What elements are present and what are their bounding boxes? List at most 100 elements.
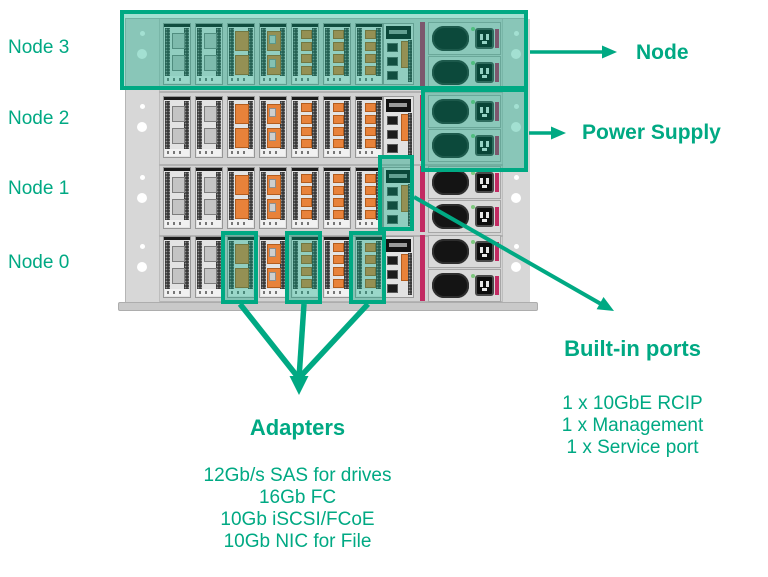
card-vent-band [293, 241, 298, 289]
fc-port [267, 31, 281, 51]
adapter-card-fc_alt [259, 236, 287, 298]
card-top-cap [164, 237, 190, 240]
card-label-strip [165, 76, 189, 83]
sas-port [171, 177, 185, 193]
power-supply-unit [428, 56, 501, 89]
card-vent-band [216, 28, 221, 76]
psu-power-inlet [475, 275, 494, 296]
ethernet-port [387, 284, 398, 293]
fc-port [235, 104, 249, 124]
fc-port [267, 128, 281, 148]
adapter-card-fc [227, 23, 255, 85]
sas-port [171, 199, 185, 215]
service-port [387, 201, 398, 210]
adapter-card-sas [195, 236, 223, 298]
card-label-strip [197, 149, 221, 156]
builtin-port-item: 1 x 10GbE RCIP [562, 393, 703, 414]
inlet-pin [482, 75, 487, 78]
ethernet-port [300, 115, 312, 124]
sas-port [203, 128, 217, 144]
psu-power-inlet [475, 135, 494, 156]
card-ports [363, 171, 377, 223]
ethernet-port [300, 174, 312, 183]
adapter-card-sas [163, 96, 191, 158]
psu-latch [495, 63, 499, 82]
adapter-card-fc_alt [259, 167, 287, 229]
ejector-strip [420, 166, 425, 232]
card-top-cap [324, 24, 350, 27]
adapter-leader-line-2 [296, 303, 307, 379]
card-top-cap [324, 97, 350, 100]
card-vent-band [376, 28, 381, 76]
inlet-pin [480, 212, 483, 218]
card-label-strip [261, 220, 285, 227]
card-vent-band [312, 28, 317, 76]
service-port [387, 270, 398, 279]
card-top-cap [196, 97, 222, 100]
builtin-ports-panel [383, 236, 414, 298]
card-vent-band [165, 241, 170, 289]
vent-band [408, 113, 412, 155]
card-top-cap [228, 97, 254, 100]
card-ports [299, 100, 313, 152]
card-ports [171, 240, 185, 292]
adapter-card-quad [323, 236, 351, 298]
builtin-ports-title: Built-in ports [564, 336, 701, 361]
card-ports [331, 100, 345, 152]
card-vent-band [293, 28, 298, 76]
service-port [387, 130, 398, 139]
fc-port-connector [269, 272, 276, 281]
card-vent-band [229, 172, 234, 220]
card-vent-band [376, 101, 381, 149]
inlet-pin [482, 254, 487, 257]
adapter-card-sas [195, 23, 223, 85]
card-ports [203, 171, 217, 223]
psu-fan [432, 239, 469, 264]
card-vent-band [261, 101, 266, 149]
card-vent-band [248, 172, 253, 220]
card-vent-band [184, 172, 189, 220]
ethernet-port [364, 210, 376, 219]
card-ports [267, 27, 281, 79]
card-top-cap [196, 24, 222, 27]
ethernet-port [364, 115, 376, 124]
inlet-pin [486, 247, 489, 253]
psu-fan [432, 26, 469, 51]
card-vent-band [261, 241, 266, 289]
adapter-item: 12Gb/s SAS for drives [203, 465, 392, 486]
power-supply-unit [428, 22, 501, 55]
card-top-cap [356, 168, 382, 171]
adapter-card-sas [163, 236, 191, 298]
card-vent-band [325, 172, 330, 220]
psu-latch [495, 29, 499, 48]
ethernet-port [364, 279, 376, 288]
ethernet-port [300, 42, 312, 51]
card-vent-band [293, 101, 298, 149]
ear-hole [140, 104, 145, 109]
fc-port [267, 104, 281, 124]
card-label-strip [293, 149, 317, 156]
ethernet-port [332, 279, 344, 288]
ethernet-port [332, 198, 344, 207]
fc-port [235, 199, 249, 219]
card-top-cap [356, 237, 382, 240]
adapter-card-quad [291, 96, 319, 158]
ejector-strip [420, 22, 425, 88]
card-vent-band [229, 101, 234, 149]
card-vent-band [344, 172, 349, 220]
vent-band [408, 253, 412, 295]
vent-band [408, 40, 412, 82]
card-vent-band [357, 28, 362, 76]
ethernet-port [300, 267, 312, 276]
inlet-pin [486, 141, 489, 147]
psu-fan [432, 273, 469, 298]
highlight-adapter-slot-5 [285, 231, 322, 304]
ear-hole [514, 31, 519, 36]
card-top-cap [292, 24, 318, 27]
rcip-port [386, 26, 411, 39]
ethernet-port [387, 215, 398, 224]
card-label-strip [229, 220, 253, 227]
fc-port [235, 175, 249, 195]
card-top-cap [164, 168, 190, 171]
